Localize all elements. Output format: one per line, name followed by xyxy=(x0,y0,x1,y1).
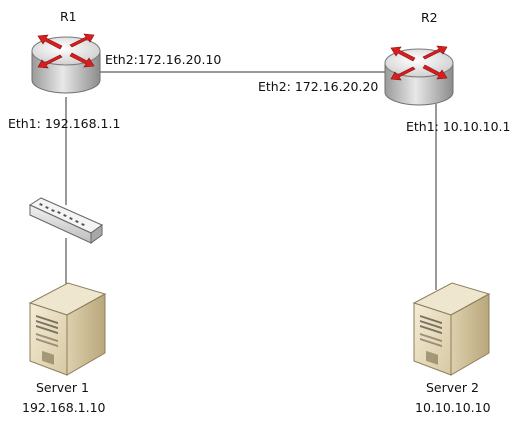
router-r2-eth2-label: Eth2: 172.16.20.20 xyxy=(258,79,378,94)
router-r1-eth2-label: Eth2:172.16.20.10 xyxy=(105,52,221,67)
router-r2-icon xyxy=(384,45,454,106)
server-2-icon xyxy=(412,282,491,376)
router-r2-eth1-label: Eth1: 10.10.10.1 xyxy=(406,119,510,134)
switch-icon xyxy=(28,197,103,244)
router-r2-name: R2 xyxy=(421,10,438,25)
server-2-ip: 10.10.10.10 xyxy=(415,400,491,415)
router-r1-icon xyxy=(31,33,101,94)
router-r1-eth1-label: Eth1: 192.168.1.1 xyxy=(8,116,120,131)
server-2-name: Server 2 xyxy=(426,380,479,395)
server-1-name: Server 1 xyxy=(36,380,89,395)
server-1-ip: 192.168.1.10 xyxy=(22,400,106,415)
server-1-icon xyxy=(28,282,107,376)
router-r1-name: R1 xyxy=(60,9,77,24)
